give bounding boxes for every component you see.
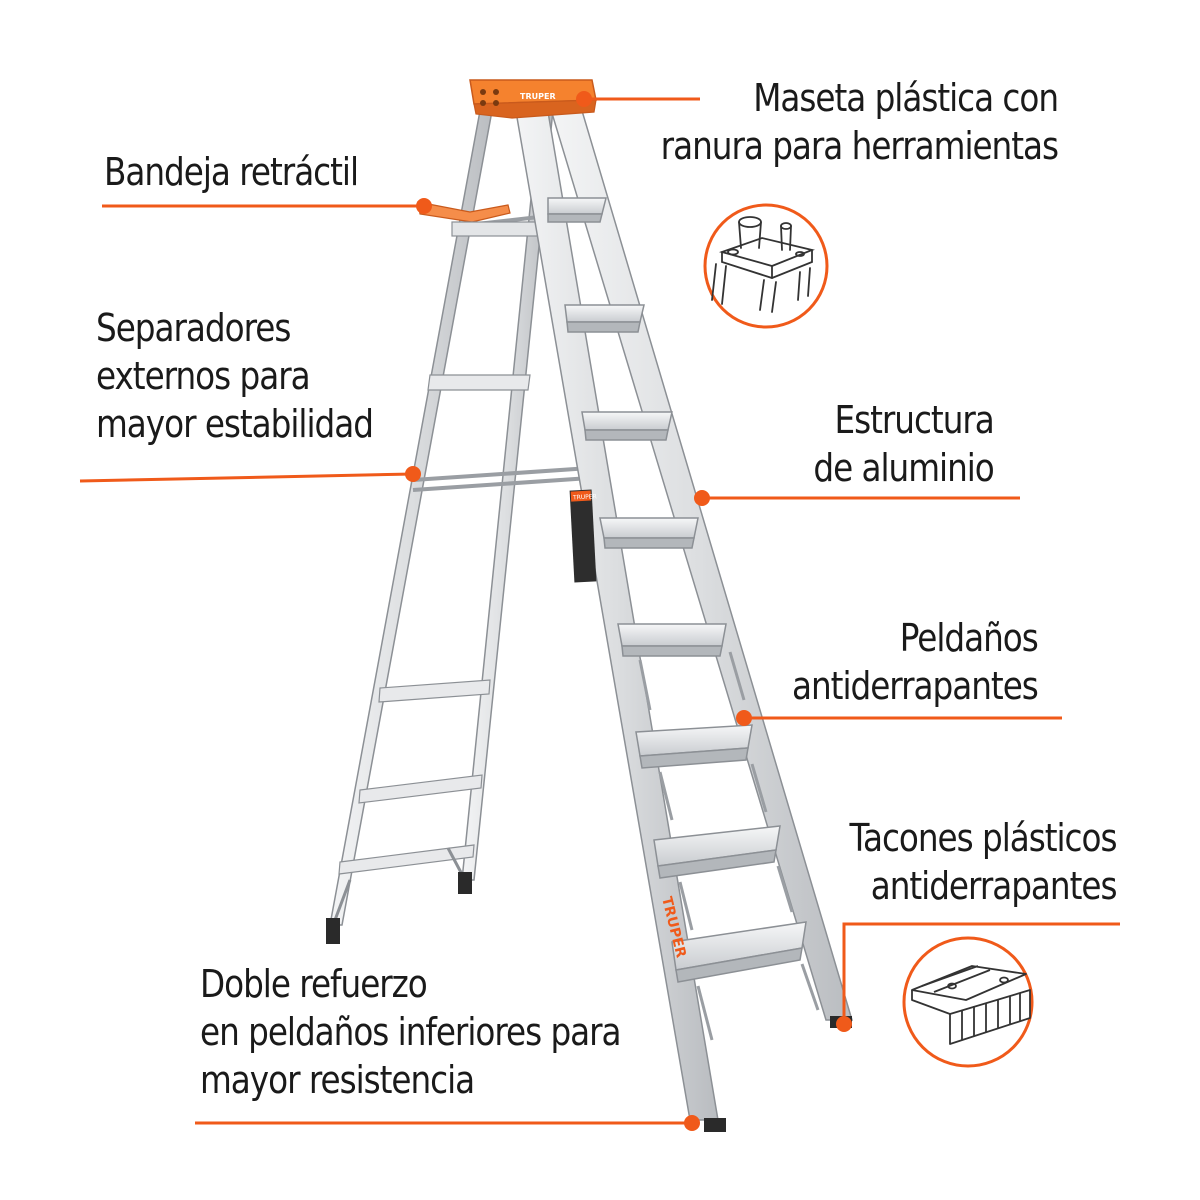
- rear-right-foot: [458, 872, 472, 894]
- callout-steps-label: Peldaños antiderrapantes: [792, 614, 1039, 710]
- callout-reinforcement-line-3: mayor resistencia: [200, 1058, 475, 1102]
- callout-steps-line-2: antiderrapantes: [792, 664, 1039, 708]
- rear-left-foot: [326, 918, 340, 944]
- plastic-foot-icon: [902, 936, 1034, 1068]
- sticker-brand-text: TRUPER: [572, 493, 597, 501]
- warning-sticker: TRUPER: [569, 489, 597, 583]
- callout-top-cap-line-1: Maseta plástica con: [753, 76, 1059, 120]
- callout-tray-label: Bandeja retráctil: [104, 148, 359, 196]
- retractable-tray: [417, 201, 543, 237]
- step-8: [671, 921, 807, 983]
- rear-cross-bars: [338, 374, 531, 875]
- step-7: [653, 825, 781, 879]
- front-left-foot: [704, 1118, 726, 1132]
- top-cap-brand-logo: TRUPER: [520, 92, 556, 101]
- step-4: [599, 517, 699, 549]
- callout-feet-pointer: [836, 922, 1120, 1032]
- step-reinforcement-braces: [638, 651, 820, 1041]
- callout-reinforcement-label: Doble refuerzo en peldaños inferiores pa…: [200, 960, 622, 1104]
- callout-spreaders-label: Separadores externos para mayor estabili…: [96, 304, 374, 448]
- callout-spreaders-line-1: Separadores: [96, 306, 291, 350]
- callout-spreaders-line-3: mayor estabilidad: [96, 402, 374, 446]
- callout-structure-pointer: [694, 490, 1020, 506]
- callout-tray-pointer: [102, 198, 432, 214]
- rear-frame: [326, 99, 554, 944]
- callout-feet-line-2: antiderrapantes: [870, 864, 1117, 908]
- callout-reinforcement-line-2: en peldaños inferiores para: [200, 1010, 622, 1054]
- callout-top-cap-pointer: [576, 91, 700, 107]
- plastic-top-cap: TRUPER: [469, 79, 597, 119]
- step-2: [564, 304, 645, 333]
- callout-steps-line-1: Peldaños: [900, 616, 1039, 660]
- callout-spreaders-line-2: externos para: [96, 354, 311, 398]
- callout-tray-line-1: Bandeja retráctil: [104, 150, 359, 194]
- callout-structure-line-2: de aluminio: [813, 446, 995, 490]
- front-steps: [547, 197, 807, 983]
- step-1: [547, 197, 607, 223]
- callout-feet-label: Tacones plásticos antiderrapantes: [849, 814, 1117, 910]
- step-5: [617, 623, 727, 657]
- callout-spreaders-pointer: [79, 466, 421, 483]
- step-3: [581, 411, 673, 441]
- plastic-top-cap-icon: [703, 203, 829, 329]
- callout-reinforcement-pointer: [195, 1115, 700, 1131]
- callout-top-cap-label: Maseta plástica con ranura para herramie…: [660, 74, 1059, 170]
- step-6: [635, 724, 753, 769]
- callout-feet-line-1: Tacones plásticos: [849, 816, 1117, 860]
- callout-top-cap-line-2: ranura para herramientas: [660, 124, 1059, 168]
- callout-structure-line-1: Estructura: [834, 398, 995, 442]
- callout-steps-pointer: [736, 710, 1062, 726]
- callout-structure-label: Estructura de aluminio: [813, 396, 995, 492]
- callout-reinforcement-line-1: Doble refuerzo: [200, 962, 428, 1006]
